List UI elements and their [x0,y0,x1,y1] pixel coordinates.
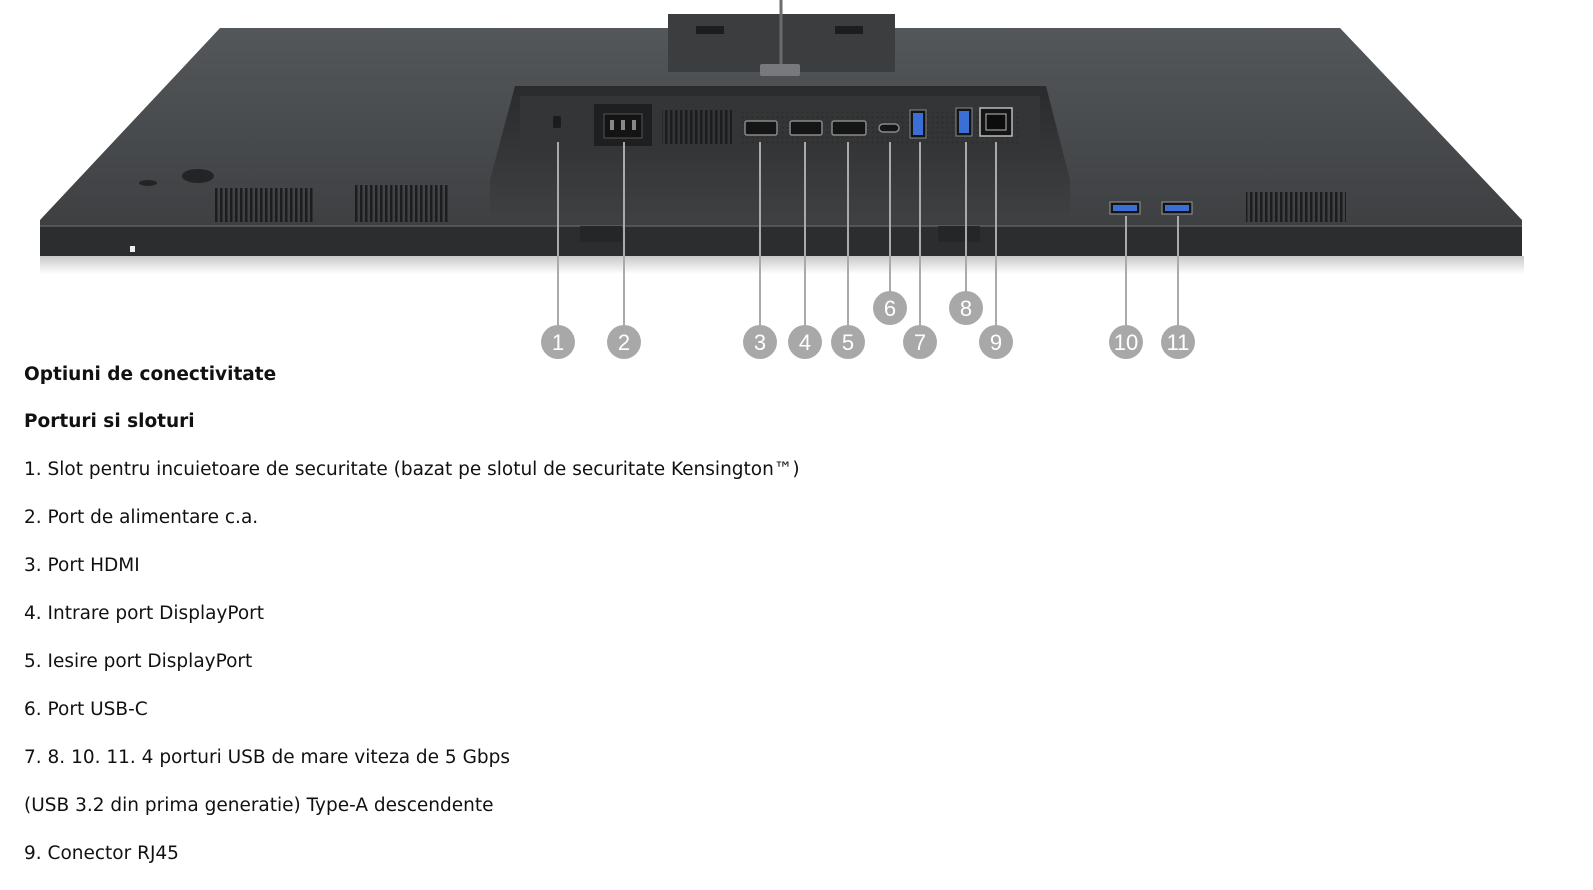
joystick-icon [182,169,214,183]
callout-6: 6 [873,291,907,325]
monitor-ports-figure: 1 2 3 4 5 6 7 8 [0,0,1593,372]
callout-5: 5 [831,325,865,359]
heading-connectivity-options: Optiuni de conectivitate [24,364,277,385]
svg-text:5: 5 [842,330,854,355]
callout-10: 10 [1109,325,1143,359]
usb-c-port-icon [878,123,900,133]
svg-text:8: 8 [960,296,972,321]
kensington-lock-slot-icon [553,116,561,128]
svg-text:4: 4 [799,330,811,355]
connectivity-description: Optiuni de conectivitate Porturi si slot… [24,362,1564,867]
callout-7: 7 [903,325,937,359]
svg-text:11: 11 [1167,330,1190,355]
monitor-illustration: 1 2 3 4 5 6 7 8 [40,0,1524,359]
vent-right [1246,192,1346,222]
list-item: 9. Conector RJ45 [24,843,179,864]
svg-text:9: 9 [990,330,1002,355]
svg-text:3: 3 [754,330,766,355]
list-item: 7. 8. 10. 11. 4 porturi USB de mare vite… [24,747,511,768]
list-item: (USB 3.2 din prima generatie) Type-A des… [24,795,494,816]
callout-2: 2 [607,325,641,359]
list-item: 6. Port USB-C [24,699,148,720]
svg-text:6: 6 [884,296,896,321]
svg-text:2: 2 [618,330,630,355]
callout-11: 11 [1161,325,1195,359]
callout-9: 9 [979,325,1013,359]
displayport-out-icon [831,120,867,136]
monitor-shadow [40,256,1524,274]
list-item: 4. Intrare port DisplayPort [24,603,265,624]
callout-leaders [557,142,1179,326]
monitor-bottom-edge [40,226,1522,256]
svg-text:7: 7 [914,330,926,355]
svg-text:10: 10 [1114,330,1138,355]
heading-ports-slots: Porturi si sloturi [24,411,195,432]
vent-left-1 [215,188,315,222]
list-item: 5. Iesire port DisplayPort [24,651,253,672]
callout-3: 3 [743,325,777,359]
power-led [130,246,135,252]
list-item: 3. Port HDMI [24,555,140,576]
displayport-in-icon [789,120,823,136]
hdmi-port-icon [744,120,778,136]
callout-4: 4 [788,325,822,359]
svg-text:1: 1 [552,330,564,355]
list-item: 2. Port de alimentare c.a. [24,507,259,528]
callout-1: 1 [541,325,575,359]
callout-8: 8 [949,291,983,325]
list-item: 1. Slot pentru incuietoare de securitate… [24,459,800,480]
vent-center [662,110,732,144]
vent-left-2 [355,185,450,222]
